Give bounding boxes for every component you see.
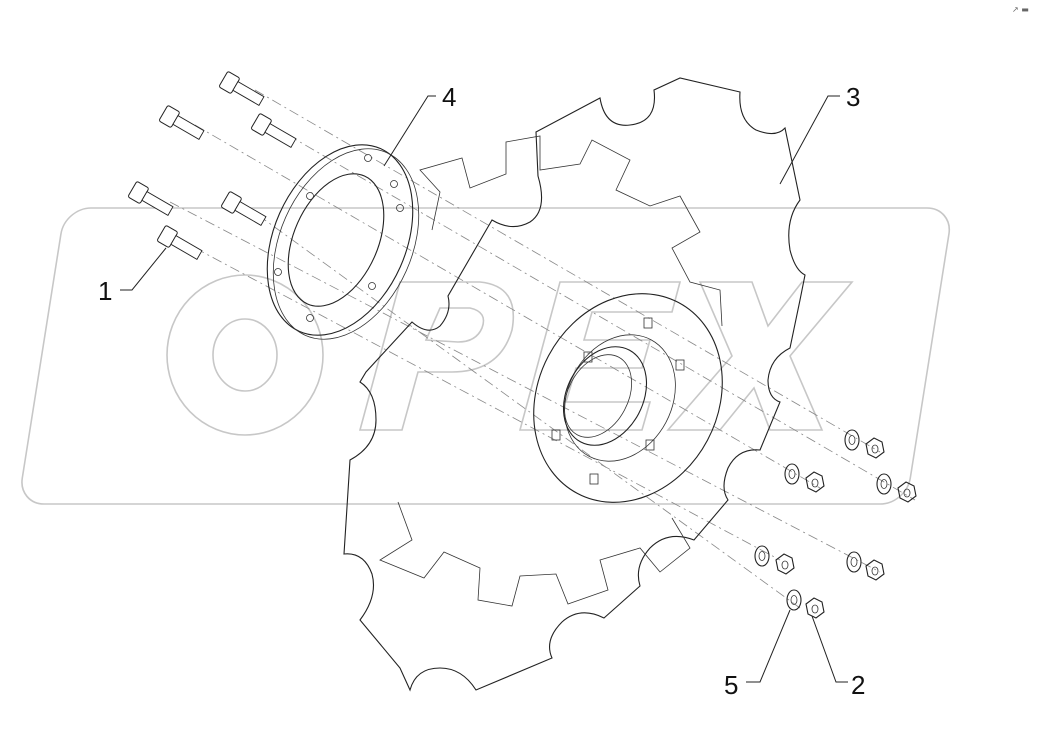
leader-3 <box>779 95 840 185</box>
callout-4: 4 <box>442 82 456 112</box>
bolt <box>128 181 174 216</box>
callout-2: 2 <box>851 670 865 700</box>
leader-4 <box>383 95 436 167</box>
opex-watermark-logo <box>21 207 951 505</box>
corner-mark: ↗ ▬ <box>1012 5 1029 14</box>
bolt <box>219 71 265 106</box>
nut <box>865 559 885 581</box>
nut <box>775 553 795 575</box>
nut <box>865 437 885 459</box>
leader-1 <box>120 247 167 291</box>
callout-leaders <box>120 95 848 683</box>
callout-3: 3 <box>846 82 860 112</box>
leader-5 <box>746 609 791 683</box>
bolt <box>157 225 203 260</box>
notched-disc-part-3 <box>343 77 806 692</box>
washer <box>844 429 860 451</box>
nut <box>805 471 825 493</box>
washer <box>786 589 802 611</box>
washer <box>784 463 800 485</box>
leader-2 <box>811 615 848 683</box>
nut <box>805 597 825 619</box>
bolt <box>159 105 205 140</box>
washer <box>876 473 892 495</box>
washer <box>846 551 862 573</box>
washer <box>754 545 770 567</box>
bolt <box>221 191 267 226</box>
callout-1: 1 <box>98 276 112 306</box>
bolts-part-1 <box>128 71 297 260</box>
nuts-part-2 <box>775 437 917 619</box>
flange-ring-part-4 <box>266 144 420 340</box>
washers-part-5 <box>754 429 892 611</box>
bolt <box>251 113 297 148</box>
assembly-centerlines <box>169 89 916 609</box>
nut <box>897 481 917 503</box>
callout-5: 5 <box>724 670 738 700</box>
